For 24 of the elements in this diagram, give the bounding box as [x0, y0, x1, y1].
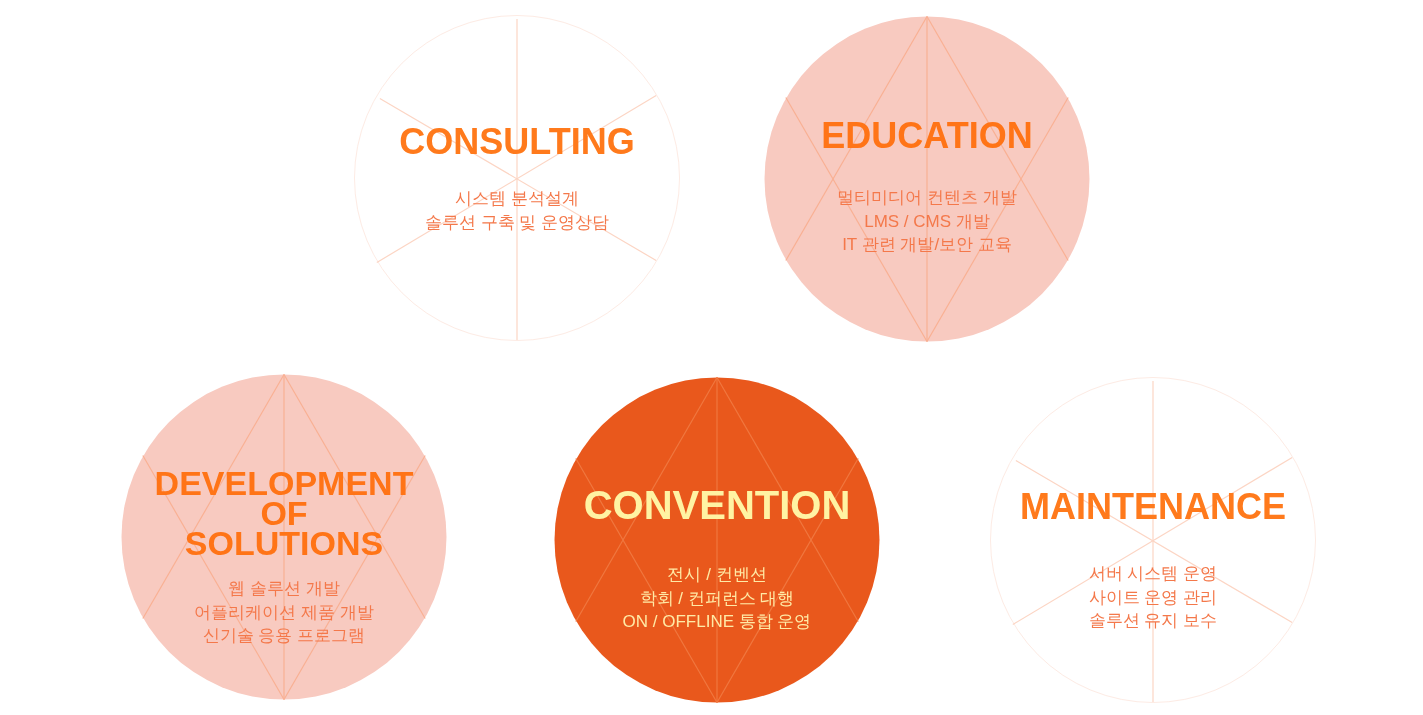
service-item: 어플리케이션 제품 개발 [194, 601, 374, 624]
service-item: 솔루션 유지 보수 [1088, 610, 1218, 632]
service-item: 사이트 운영 관리 [1088, 586, 1218, 609]
service-heading: DEVELOPMENT OF SOLUTIONS [154, 468, 414, 558]
service-item: 전시 / 컨벤션 [667, 564, 767, 586]
service-item: 솔루션 구축 및 운영상담 [424, 212, 610, 234]
service-circle [121, 374, 447, 700]
service-item: 신기술 응용 프로그램 [202, 625, 366, 647]
service-heading: CONVENTION [583, 483, 851, 527]
service-heading: MAINTENANCE [1020, 487, 1286, 527]
service-circle [554, 377, 880, 703]
service-heading: EDUCATION [821, 116, 1033, 156]
service-item: 서버 시스템 운영 [1088, 563, 1218, 585]
service-heading: CONSULTING [399, 122, 635, 162]
service-circle [354, 15, 680, 341]
service-circle [990, 377, 1316, 703]
service-item: 웹 솔루션 개발 [228, 578, 340, 600]
service-circle [764, 16, 1090, 342]
service-item: ON / OFFLINE 통합 운영 [622, 611, 812, 633]
service-item: 시스템 분석설계 [455, 188, 579, 210]
service-item: 멀티미디어 컨텐츠 개발 [837, 187, 1017, 209]
service-item: IT 관련 개발/보안 교육 [842, 234, 1012, 256]
service-item: LMS / CMS 개발 [864, 210, 990, 233]
service-item: 학회 / 컨퍼런스 대행 [639, 587, 795, 610]
